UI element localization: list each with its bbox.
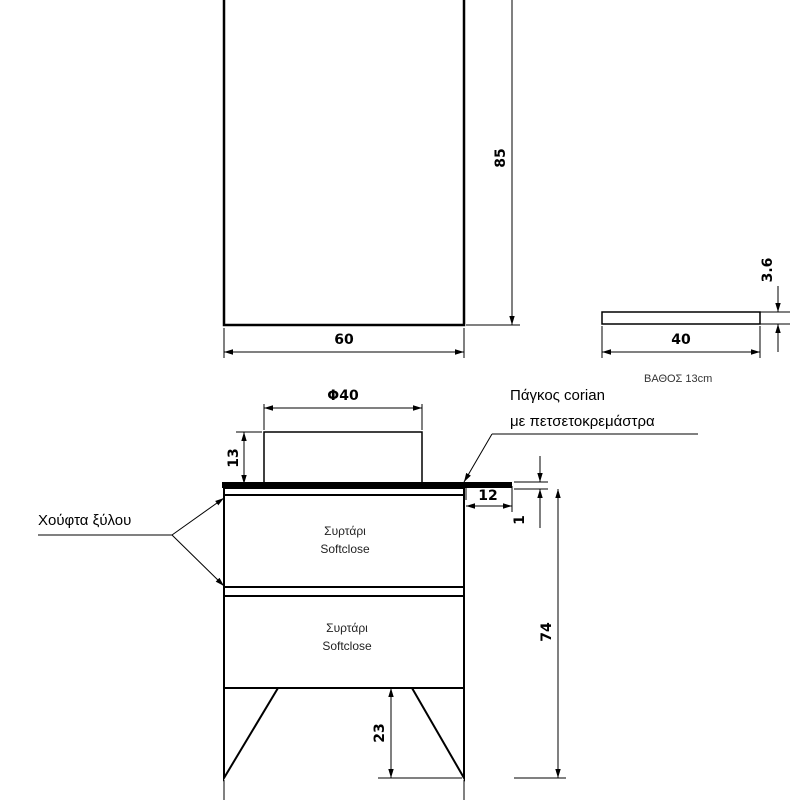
mirror-height-label: 85 — [493, 148, 509, 167]
cabinet-height-label: 74 — [539, 622, 555, 642]
drawer-2-title: Συρτάρι — [326, 621, 368, 635]
countertop-callout: Πάγκος corian με πετσετοκρεμάστρα — [463, 387, 698, 483]
top-gap-label: 1 — [512, 515, 528, 525]
vanity-view: Φ40 13 Συρτάρι Softclose Συρτάρι Softclo… — [222, 388, 566, 800]
leg-right — [411, 687, 465, 782]
handle-callout-text: Χούφτα ξύλου — [38, 512, 131, 529]
handle-leader-arrow-top — [171, 497, 225, 536]
mirror-panel — [222, 0, 466, 327]
countertop-callout-line-1: Πάγκος corian — [510, 387, 605, 404]
countertop-leader-arrow — [463, 433, 493, 483]
overhang-label: 12 — [478, 488, 497, 504]
countertop-callout-line-2: με πετσετοκρεμάστρα — [510, 413, 655, 430]
leg-height-label: 23 — [372, 723, 388, 742]
countertop-section — [601, 311, 761, 325]
handle-callout: Χούφτα ξύλου — [38, 497, 225, 587]
top-thickness-label: 3.6 — [760, 258, 776, 283]
drawer-1-type: Softclose — [320, 542, 370, 556]
top-width-label: 40 — [671, 332, 691, 348]
countertop-detail: 3.6 40 ΒΑΘΟΣ 13cm — [601, 258, 790, 385]
drawer-2-type: Softclose — [322, 639, 372, 653]
leg-left — [223, 687, 279, 782]
countertop — [222, 482, 512, 488]
basin — [263, 431, 423, 485]
basin-height-label: 13 — [226, 448, 242, 467]
handle-leader-arrow-bottom — [171, 534, 225, 587]
drawer-1-title: Συρτάρι — [324, 524, 366, 538]
basin-diameter-label: Φ40 — [327, 388, 359, 404]
mirror-view: 85 60 — [222, 0, 520, 358]
depth-label: ΒΑΘΟΣ 13cm — [644, 373, 712, 385]
mirror-width-label: 60 — [334, 332, 354, 348]
